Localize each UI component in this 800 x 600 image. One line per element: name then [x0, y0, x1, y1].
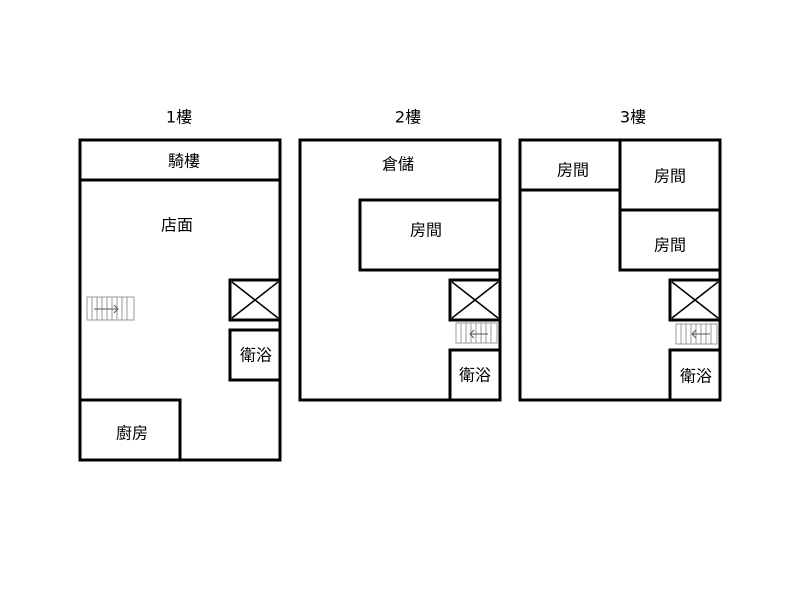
stairs-icon	[455, 322, 498, 344]
stairs-icon	[675, 323, 718, 345]
floor-1-shaft	[228, 278, 282, 322]
floor-1-kitchen-label: 廚房	[116, 424, 148, 443]
floor-1-arcade-label: 騎樓	[168, 152, 200, 171]
floor-3: 3樓 房間 房間 房間 衛浴	[518, 108, 722, 402]
floor-2-bedroom-label: 房間	[410, 221, 442, 240]
shaft-x-icon	[451, 281, 499, 319]
floor-2-storage-label: 倉儲	[382, 155, 414, 174]
floor-3-title: 3樓	[620, 108, 646, 127]
floor-2-bathroom-wall	[448, 348, 502, 402]
floor-3-bedroom-c-label: 房間	[654, 236, 686, 255]
floor-3-bedroom-a-label: 房間	[557, 161, 589, 180]
floor-3-bathroom-wall	[668, 348, 722, 402]
floor-3-shaft	[668, 278, 722, 322]
floor-1-title: 1樓	[166, 108, 192, 127]
floor-2-bathroom-label: 衛浴	[459, 366, 491, 385]
floor-3-bedroom-b-label: 房間	[654, 167, 686, 186]
floor-2-bedroom-wall	[358, 198, 502, 272]
floor-3-bathroom-label: 衛浴	[680, 367, 712, 386]
stairs-icon	[86, 296, 135, 321]
shaft-x-icon	[671, 281, 719, 319]
floor-1: 1樓 騎樓 店面 衛浴 廚房	[78, 108, 282, 462]
floor-2: 2樓 倉儲 房間 衛浴	[298, 108, 502, 402]
floor-1-bathroom-label: 衛浴	[240, 346, 272, 365]
floor-2-shaft	[448, 278, 502, 322]
floor-2-title: 2樓	[395, 108, 421, 127]
floor-1-storefront-label: 店面	[161, 216, 193, 235]
shaft-x-icon	[231, 281, 279, 319]
floor-1-kitchen-wall	[78, 398, 182, 462]
floor-1-bathroom-wall	[228, 328, 282, 382]
